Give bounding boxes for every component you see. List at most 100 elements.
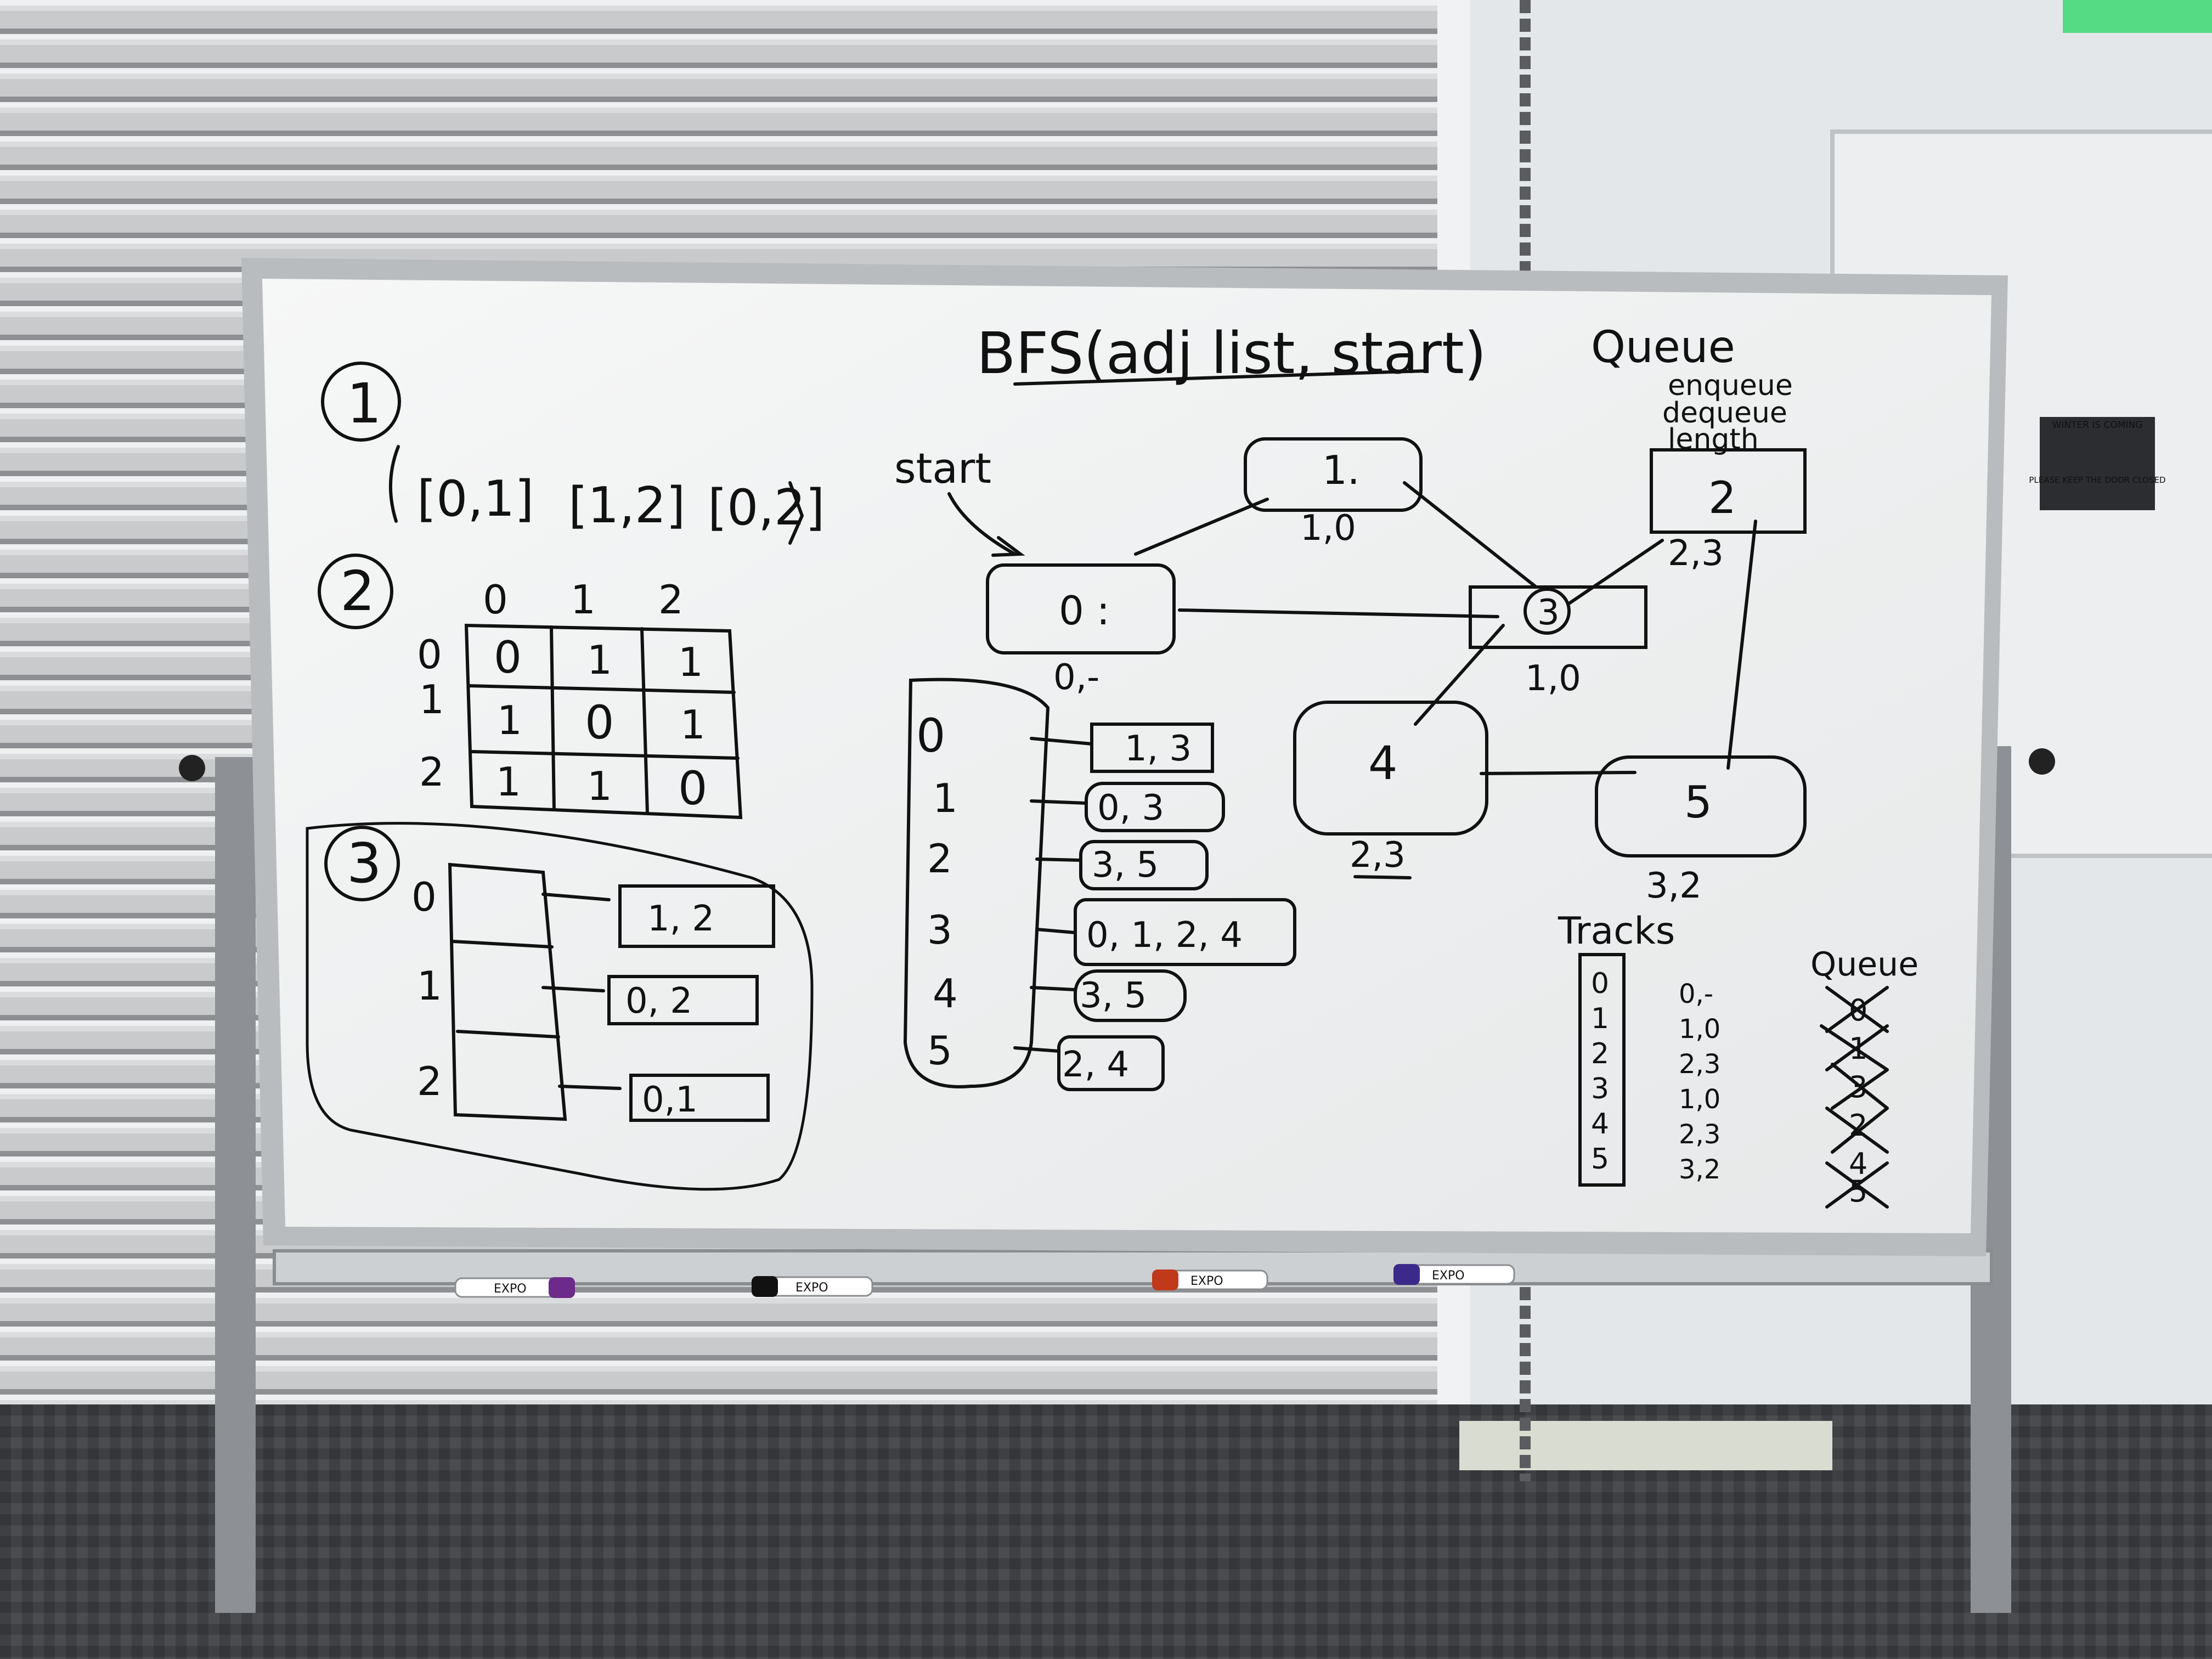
queue-op-dequeue: dequeue — [1662, 397, 1787, 430]
cell-2-2: 0 — [678, 761, 707, 815]
section-3-outline — [306, 822, 814, 1191]
marker-black[interactable]: EXPO — [752, 1276, 873, 1297]
tracks-value-4: 2,3 — [1679, 1119, 1720, 1150]
node-5 — [1595, 755, 1807, 857]
sign-bottom-text: PLEASE KEEP THE DOOR CLOSED — [2029, 475, 2165, 485]
crossed-queue-item-4: 4 — [1849, 1147, 1867, 1181]
adj-index-1: 1 — [933, 775, 958, 821]
node-1 — [1244, 437, 1423, 512]
node-4-annotation: 2,3 — [1350, 835, 1406, 876]
edge-1: [1,2] — [568, 477, 685, 534]
marker-cap — [549, 1277, 575, 1298]
matrix-row-1: 1 — [419, 676, 444, 723]
matrix-row-2: 2 — [419, 749, 444, 795]
node-5-annotation: 3,2 — [1646, 866, 1702, 906]
board-writing: BFS(adj list, start) 1 [0,1] [1,2] [0,2]… — [306, 320, 1918, 1209]
adj-index-0: 0 — [916, 709, 945, 763]
adj-list-0 — [1090, 723, 1214, 773]
adj-index-4: 4 — [933, 970, 958, 1017]
edge-0: [0,1] — [417, 470, 534, 528]
cell-0-2: 1 — [678, 639, 703, 685]
tracks-index-0: 0 — [1591, 967, 1609, 1000]
crossed-queue-title: Queue — [1810, 945, 1918, 984]
node-4 — [1293, 701, 1488, 836]
queue-ops-title: Queue — [1591, 321, 1735, 373]
marker-label: EXPO — [494, 1282, 527, 1296]
list-1: 0, 2 — [625, 981, 692, 1022]
queue-op-length: length — [1668, 423, 1759, 456]
queue-op-enqueue: enqueue — [1668, 369, 1793, 402]
node-1-annotation: 1,0 — [1300, 508, 1356, 549]
sign-top-text: WINTER IS COMING — [2052, 420, 2143, 431]
node-1-label: 1. — [1322, 447, 1360, 493]
marker-label: EXPO — [795, 1281, 828, 1295]
wall-sign: WINTER IS COMING PLEASE KEEP THE DOOR CL… — [2029, 417, 2166, 510]
tracks-value-5: 3,2 — [1679, 1154, 1720, 1185]
marker-red[interactable]: EXPO — [1152, 1269, 1268, 1290]
marker-label: EXPO — [1190, 1274, 1223, 1288]
edge-2: [0,2] — [708, 479, 825, 537]
list-0: 1, 2 — [647, 899, 714, 939]
cell-1-1: 0 — [585, 696, 614, 749]
section-3-marker: 3 — [347, 831, 382, 895]
cell-1-0: 1 — [497, 697, 522, 743]
marker-cap — [1393, 1264, 1420, 1285]
adjacency-array — [903, 678, 1050, 1088]
node-2 — [1650, 448, 1807, 534]
cell-2-0: 1 — [496, 759, 521, 805]
node-3 — [1469, 585, 1647, 649]
tracks-index-4: 4 — [1591, 1108, 1609, 1141]
tracks-index-5: 5 — [1591, 1143, 1609, 1176]
section-2-circle — [318, 554, 393, 629]
section-3-circle — [324, 826, 400, 901]
marker-purple[interactable]: EXPO — [454, 1277, 575, 1298]
adj-index-3: 3 — [927, 907, 952, 953]
adj-list-5 — [1057, 1035, 1165, 1091]
node-4-label: 4 — [1368, 736, 1397, 790]
section-2-marker: 2 — [340, 559, 375, 623]
carpet — [0, 1404, 2212, 1659]
start-label: start — [894, 444, 991, 493]
cell-2-1: 1 — [587, 763, 612, 809]
adj-list-4 — [1074, 969, 1187, 1022]
node-2-annotation: 2,3 — [1668, 533, 1724, 574]
adj-list-0-text: 1, 3 — [1125, 729, 1192, 769]
cell-0-0: 0 — [494, 632, 522, 683]
node-3-label: 3 — [1537, 592, 1560, 633]
node-0-label: 0 : — [1059, 588, 1110, 634]
marker-indigo[interactable]: EXPO — [1393, 1264, 1515, 1285]
marker-tray: EXPO EXPO EXPO EXPO — [454, 1264, 1515, 1298]
list-row-1: 1 — [417, 963, 442, 1009]
tracks-index-1: 1 — [1591, 1002, 1609, 1035]
adj-list-3-text: 0, 1, 2, 4 — [1086, 915, 1243, 956]
exit-sign — [2063, 0, 2212, 33]
tracks-value-0: 0,- — [1679, 979, 1713, 1009]
tracks-index-2: 2 — [1591, 1037, 1609, 1070]
whiteboard — [241, 258, 2008, 1256]
section-1-marker: 1 — [347, 371, 382, 436]
tracks-index-3: 3 — [1591, 1073, 1609, 1105]
baseboard — [1459, 1421, 1832, 1470]
node-2-label: 2 — [1708, 472, 1736, 523]
cell-1-2: 1 — [680, 702, 706, 748]
node-5-label: 5 — [1684, 777, 1712, 828]
tracks-value-1: 1,0 — [1679, 1014, 1720, 1045]
node-0-annotation: 0,- — [1053, 657, 1099, 698]
adj-index-5: 5 — [927, 1028, 952, 1074]
adj-list-2-text: 3, 5 — [1092, 845, 1159, 885]
marker-label: EXPO — [1432, 1269, 1465, 1283]
adj-list-5-text: 2, 4 — [1062, 1045, 1129, 1085]
adj-index-2: 2 — [927, 836, 952, 882]
adj-list-1 — [1085, 782, 1225, 832]
matrix-col-1: 1 — [571, 577, 596, 623]
adj-list-3 — [1074, 898, 1296, 966]
tracks-value-2: 2,3 — [1679, 1049, 1720, 1080]
title-underline — [1013, 369, 1428, 386]
node-3-annotation: 1,0 — [1525, 658, 1581, 699]
list-row-2: 2 — [417, 1058, 442, 1104]
cell-0-1: 1 — [587, 637, 612, 683]
marker-cap — [752, 1276, 778, 1297]
tracks-value-3: 1,0 — [1679, 1084, 1720, 1115]
matrix-col-0: 0 — [483, 577, 508, 623]
